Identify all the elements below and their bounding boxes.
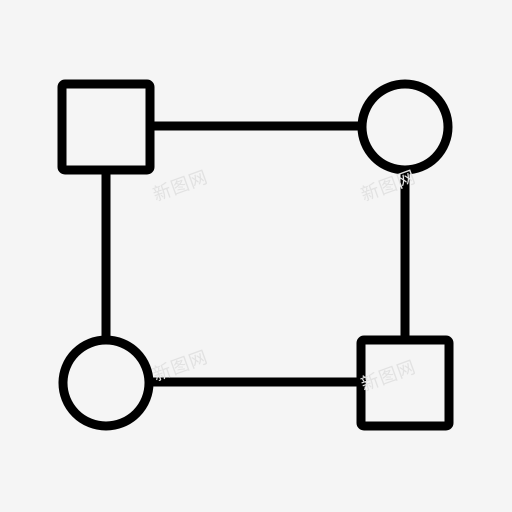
top-right-circle-node (357, 79, 453, 175)
bottom-left-circle-node (58, 335, 154, 431)
watermarks: 新图网 新图网 新图网 新图网 (150, 167, 419, 396)
watermark-text-4: 新图网 (358, 357, 419, 396)
top-left-square-node (57, 79, 155, 175)
bottom-right-square-node (356, 335, 454, 431)
connector-lines (101, 121, 410, 387)
watermark-text-2: 新图网 (358, 167, 419, 206)
watermark-text-1: 新图网 (150, 167, 211, 206)
